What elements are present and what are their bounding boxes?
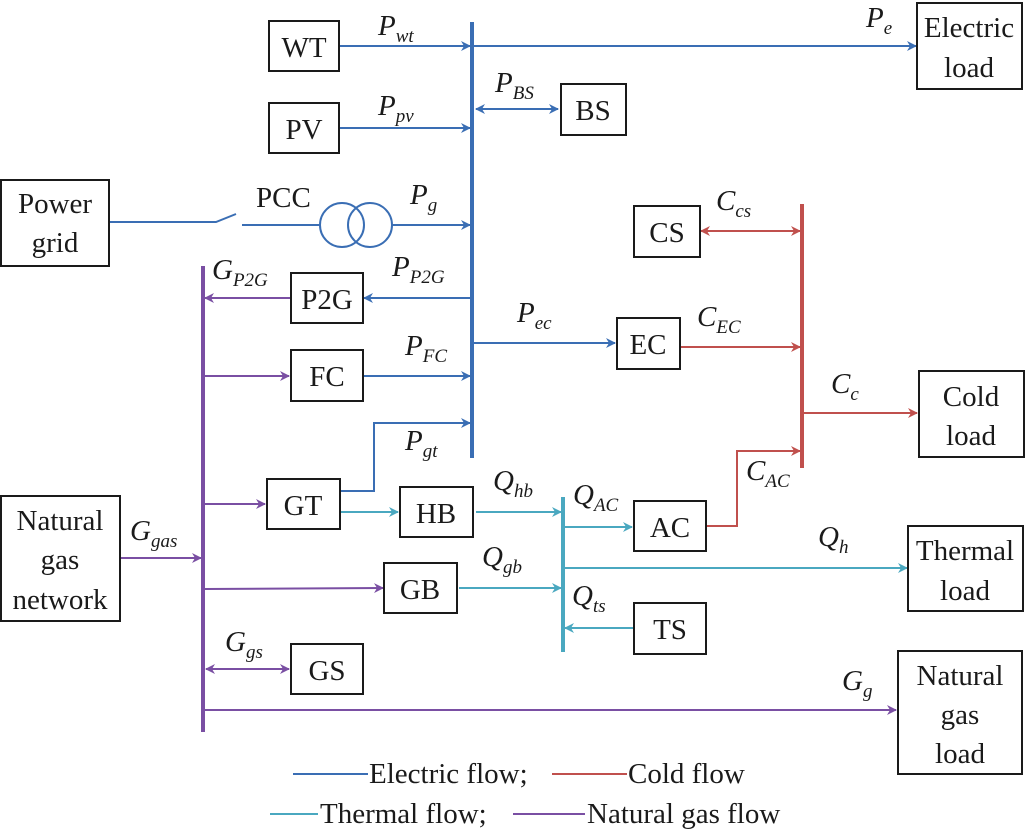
box-gas-network[interactable]: Natural gas network: [0, 495, 121, 622]
legend-label-gas: Natural gas flow: [587, 798, 780, 830]
label-p-pv: Ppv: [377, 90, 414, 127]
box-gs[interactable]: GS: [290, 643, 364, 695]
box-cold-load[interactable]: Cold load: [918, 370, 1025, 458]
box-hb-label: HB: [416, 498, 456, 530]
label-p-ec: Pec: [516, 297, 552, 334]
thermal-load-line2: load: [940, 575, 990, 607]
legend-item-thermal: Thermal flow;: [270, 798, 487, 830]
legend-label-electric: Electric flow;: [369, 758, 528, 790]
box-fc[interactable]: FC: [290, 349, 364, 402]
pcc-switch[interactable]: [109, 213, 237, 223]
label-c-cs: Ccs: [716, 185, 751, 222]
box-power-grid[interactable]: Power grid: [0, 179, 110, 267]
box-pv[interactable]: PV: [268, 102, 340, 154]
label-g-g: Gg: [842, 665, 872, 702]
gas-load-line3: load: [935, 738, 985, 770]
cold-load-line2: load: [946, 420, 996, 452]
label-p-gt: Pgt: [404, 425, 438, 462]
label-g-gs: Ggs: [225, 626, 263, 663]
label-p-wt: Pwt: [377, 10, 414, 47]
label-p-bs: PBS: [494, 67, 534, 104]
label-c-c: Cc: [831, 368, 859, 405]
gas-network-line3: network: [12, 584, 108, 616]
box-fc-label: FC: [309, 361, 344, 393]
cold-load-line1: Cold: [943, 381, 1000, 413]
box-wt-label: WT: [281, 32, 326, 64]
box-hb[interactable]: HB: [399, 486, 474, 538]
box-gt-label: GT: [284, 490, 323, 522]
box-pv-label: PV: [285, 114, 322, 146]
label-p-g: Pg: [409, 179, 437, 216]
gas-load-line2: gas: [941, 699, 980, 731]
box-wt[interactable]: WT: [268, 20, 340, 72]
label-q-ts: Qts: [572, 580, 606, 617]
box-cs[interactable]: CS: [633, 205, 701, 258]
label-c-ec: CEC: [697, 301, 741, 338]
flow-gas-gb: [204, 583, 384, 594]
label-q-hb: Qhb: [493, 465, 533, 502]
flow-p-gt: [341, 418, 471, 492]
legend-item-electric: Electric flow;: [293, 758, 528, 790]
box-gs-label: GS: [308, 655, 345, 687]
box-ec[interactable]: EC: [616, 317, 681, 370]
label-g-p2g: GP2G: [212, 254, 268, 291]
electric-load-line2: load: [944, 52, 994, 84]
thermal-load-line1: Thermal: [916, 535, 1014, 567]
label-q-h: Qh: [818, 521, 848, 558]
label-p-p2g: PP2G: [391, 251, 445, 288]
pcc-label: PCC: [256, 182, 311, 214]
transformer-coil-left: [319, 202, 365, 248]
power-grid-line1: Power: [18, 188, 92, 220]
label-q-ac: QAC: [573, 479, 619, 516]
legend: Electric flow; Cold flow Thermal flow; N…: [270, 758, 780, 830]
box-electric-load[interactable]: Electric load: [916, 2, 1023, 90]
box-ts[interactable]: TS: [633, 602, 707, 655]
gas-network-line2: gas: [41, 544, 80, 576]
box-bs[interactable]: BS: [560, 83, 627, 136]
box-bs-label: BS: [575, 95, 610, 127]
transformer-coil-right: [347, 202, 393, 248]
box-gt[interactable]: GT: [266, 478, 341, 530]
box-ts-label: TS: [653, 614, 687, 646]
label-p-fc: PFC: [404, 330, 447, 367]
box-ac-label: AC: [650, 512, 690, 544]
label-p-e: Pe: [865, 2, 892, 39]
electric-load-line1: Electric: [924, 12, 1014, 44]
flow-c-ac: [707, 446, 801, 527]
box-thermal-load[interactable]: Thermal load: [907, 525, 1024, 612]
label-c-ac: CAC: [746, 455, 790, 492]
legend-label-cold: Cold flow: [628, 758, 745, 790]
box-gb-label: GB: [400, 574, 440, 606]
label-q-gb: Qgb: [482, 541, 522, 578]
box-ec-label: EC: [629, 329, 666, 361]
box-p2g-label: P2G: [301, 284, 353, 316]
legend-label-thermal: Thermal flow;: [320, 798, 487, 830]
gas-load-line1: Natural: [917, 660, 1004, 692]
legend-item-gas: Natural gas flow: [513, 798, 780, 830]
legend-item-cold: Cold flow: [552, 758, 745, 790]
power-grid-line2: grid: [32, 227, 79, 259]
label-g-gas: Ggas: [130, 515, 177, 552]
box-gas-load[interactable]: Natural gas load: [897, 650, 1023, 775]
box-ac[interactable]: AC: [633, 500, 707, 552]
box-gb[interactable]: GB: [383, 562, 458, 614]
box-cs-label: CS: [649, 217, 684, 249]
box-p2g[interactable]: P2G: [290, 272, 364, 324]
gas-network-line1: Natural: [17, 505, 104, 537]
